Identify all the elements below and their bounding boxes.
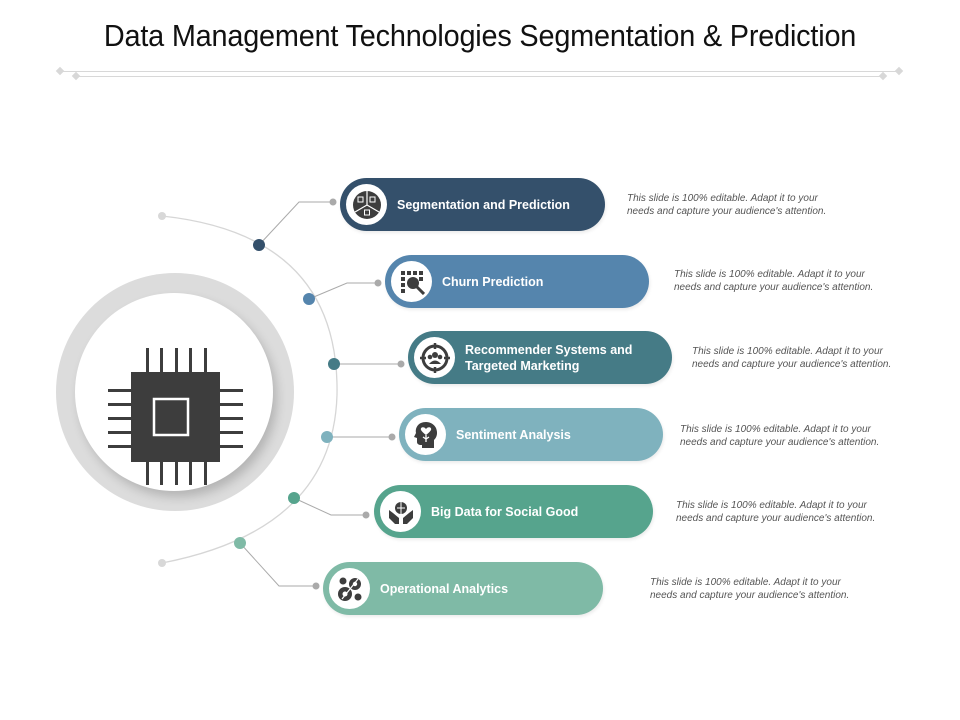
title-rule-bottom xyxy=(77,76,883,77)
item-segmentation-and-prediction[interactable]: Segmentation and Prediction xyxy=(340,178,605,231)
item-recommender-systems[interactable]: Recommender Systems and Targeted Marketi… xyxy=(408,331,672,384)
item-description: This slide is 100% editable. Adapt it to… xyxy=(674,268,914,294)
page-title: Data Management Technologies Segmentatio… xyxy=(103,18,857,53)
item-label: Big Data for Social Good xyxy=(431,504,579,519)
item-big-data-social-good[interactable]: Big Data for Social Good xyxy=(374,485,653,538)
description-line: This slide is 100% editable. Adapt it to… xyxy=(680,424,871,435)
description-line: needs and capture your audience's attent… xyxy=(627,206,827,217)
item-description: This slide is 100% editable. Adapt it to… xyxy=(676,499,916,525)
item-description: This slide is 100% editable. Adapt it to… xyxy=(680,423,920,449)
microchip-icon xyxy=(108,348,243,485)
item-description: This slide is 100% editable. Adapt it to… xyxy=(692,345,932,371)
item-description: This slide is 100% editable. Adapt it to… xyxy=(650,576,890,602)
description-line: This slide is 100% editable. Adapt it to… xyxy=(692,346,883,357)
gears-icon xyxy=(329,568,370,609)
head-heart-icon xyxy=(405,414,446,455)
churn-search-icon xyxy=(391,261,432,302)
title-rule-top xyxy=(62,71,898,72)
description-line: This slide is 100% editable. Adapt it to… xyxy=(676,500,867,511)
target-audience-icon xyxy=(414,337,455,378)
description-line: This slide is 100% editable. Adapt it to… xyxy=(650,577,841,588)
description-line: needs and capture your audience's attent… xyxy=(674,282,874,293)
description-line: needs and capture your audience's attent… xyxy=(692,359,892,370)
item-label-line: Targeted Marketing xyxy=(465,358,580,373)
description-line: This slide is 100% editable. Adapt it to… xyxy=(627,193,818,204)
item-description: This slide is 100% editable. Adapt it to… xyxy=(627,192,867,218)
hands-globe-icon xyxy=(380,491,421,532)
item-churn-prediction[interactable]: Churn Prediction xyxy=(385,255,649,308)
item-label: Recommender Systems and Targeted Marketi… xyxy=(465,342,632,374)
item-label: Segmentation and Prediction xyxy=(397,197,570,212)
item-label: Churn Prediction xyxy=(442,274,544,289)
item-label: Sentiment Analysis xyxy=(456,427,571,442)
item-label: Operational Analytics xyxy=(380,581,509,596)
description-line: needs and capture your audience's attent… xyxy=(680,437,880,448)
description-line: needs and capture your audience's attent… xyxy=(676,513,876,524)
item-label-line: Recommender Systems and xyxy=(465,342,633,357)
description-line: needs and capture your audience's attent… xyxy=(650,590,850,601)
item-operational-analytics[interactable]: Operational Analytics xyxy=(323,562,603,615)
hub-circle xyxy=(75,293,273,491)
item-sentiment-analysis[interactable]: Sentiment Analysis xyxy=(399,408,663,461)
description-line: This slide is 100% editable. Adapt it to… xyxy=(674,269,865,280)
segmentation-pie-icon xyxy=(346,184,387,225)
